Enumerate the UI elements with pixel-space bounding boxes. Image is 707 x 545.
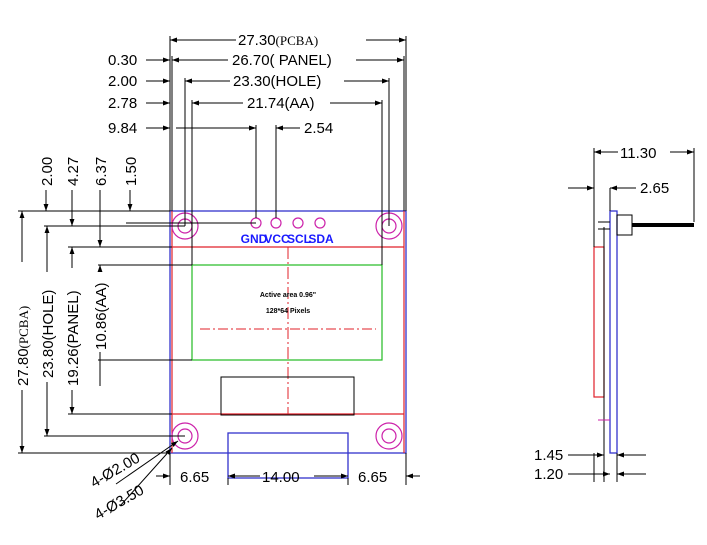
dim-offset-278: 2.78 — [108, 95, 137, 112]
left-dimensions — [18, 190, 256, 454]
dim-v-427: 4.27 — [65, 157, 82, 186]
dim-offset-030: 0.30 — [108, 52, 137, 69]
side-pin-header — [616, 214, 633, 236]
pin-label-scl: SCL — [287, 232, 311, 246]
dim-hole-height: 23.80(HOLE) — [40, 290, 57, 378]
dim-offset-984: 9.84 — [108, 120, 137, 137]
mounting-hole-br — [375, 422, 403, 450]
active-area — [191, 264, 383, 361]
side-panel — [593, 246, 605, 398]
dim-connector-width: 14.00 — [262, 469, 300, 486]
dim-aa-height: 10.86(AA) — [93, 282, 110, 350]
front-view: Active area 0.96" 128*64 Pixels — [169, 210, 407, 479]
dim-side-pin: 2.65 — [640, 180, 669, 197]
dim-v-150: 1.50 — [123, 157, 140, 186]
dim-side-thickness-b: 1.20 — [534, 466, 563, 483]
dim-hole-spacing: 23.30(HOLE) — [233, 73, 321, 90]
dim-right-margin: 6.65 — [358, 469, 387, 486]
dim-left-margin: 6.65 — [180, 469, 209, 486]
active-area-label: Active area 0.96" — [260, 292, 316, 299]
pin-pads — [250, 217, 326, 229]
fpc-area — [220, 376, 355, 416]
side-pcb — [609, 210, 618, 454]
pin-label-sda: SDA — [308, 232, 334, 246]
dim-v-637: 6.37 — [93, 157, 110, 186]
dim-pin-pitch: 2.54 — [304, 120, 333, 137]
dim-panel-height: 19.26(PANEL) — [65, 290, 82, 386]
side-dimensions — [568, 148, 695, 482]
pin-label-gnd: GND — [241, 232, 268, 246]
side-view — [593, 210, 694, 454]
dim-side-width: 11.30 — [620, 145, 656, 162]
dim-pcba-height: 27.80(PCBA) — [15, 306, 32, 386]
dim-aa-width: 21.74(AA) — [247, 95, 315, 112]
pixel-count-label: 128*64 Pixels — [266, 308, 310, 315]
pin-label-vcc: VCC — [264, 232, 290, 246]
dim-offset-200: 2.00 — [108, 73, 137, 90]
dim-panel-width: 26.70( PANEL) — [232, 52, 332, 69]
dim-pcba-width: 27.30(PCBA) — [238, 32, 318, 49]
bottom-connector — [227, 432, 349, 479]
dim-side-thickness-a: 1.45 — [534, 447, 563, 464]
top-dimensions — [146, 36, 407, 265]
pcb-outline — [169, 210, 407, 454]
dim-v-200: 2.00 — [39, 157, 56, 186]
bottom-dimensions — [115, 440, 420, 507]
